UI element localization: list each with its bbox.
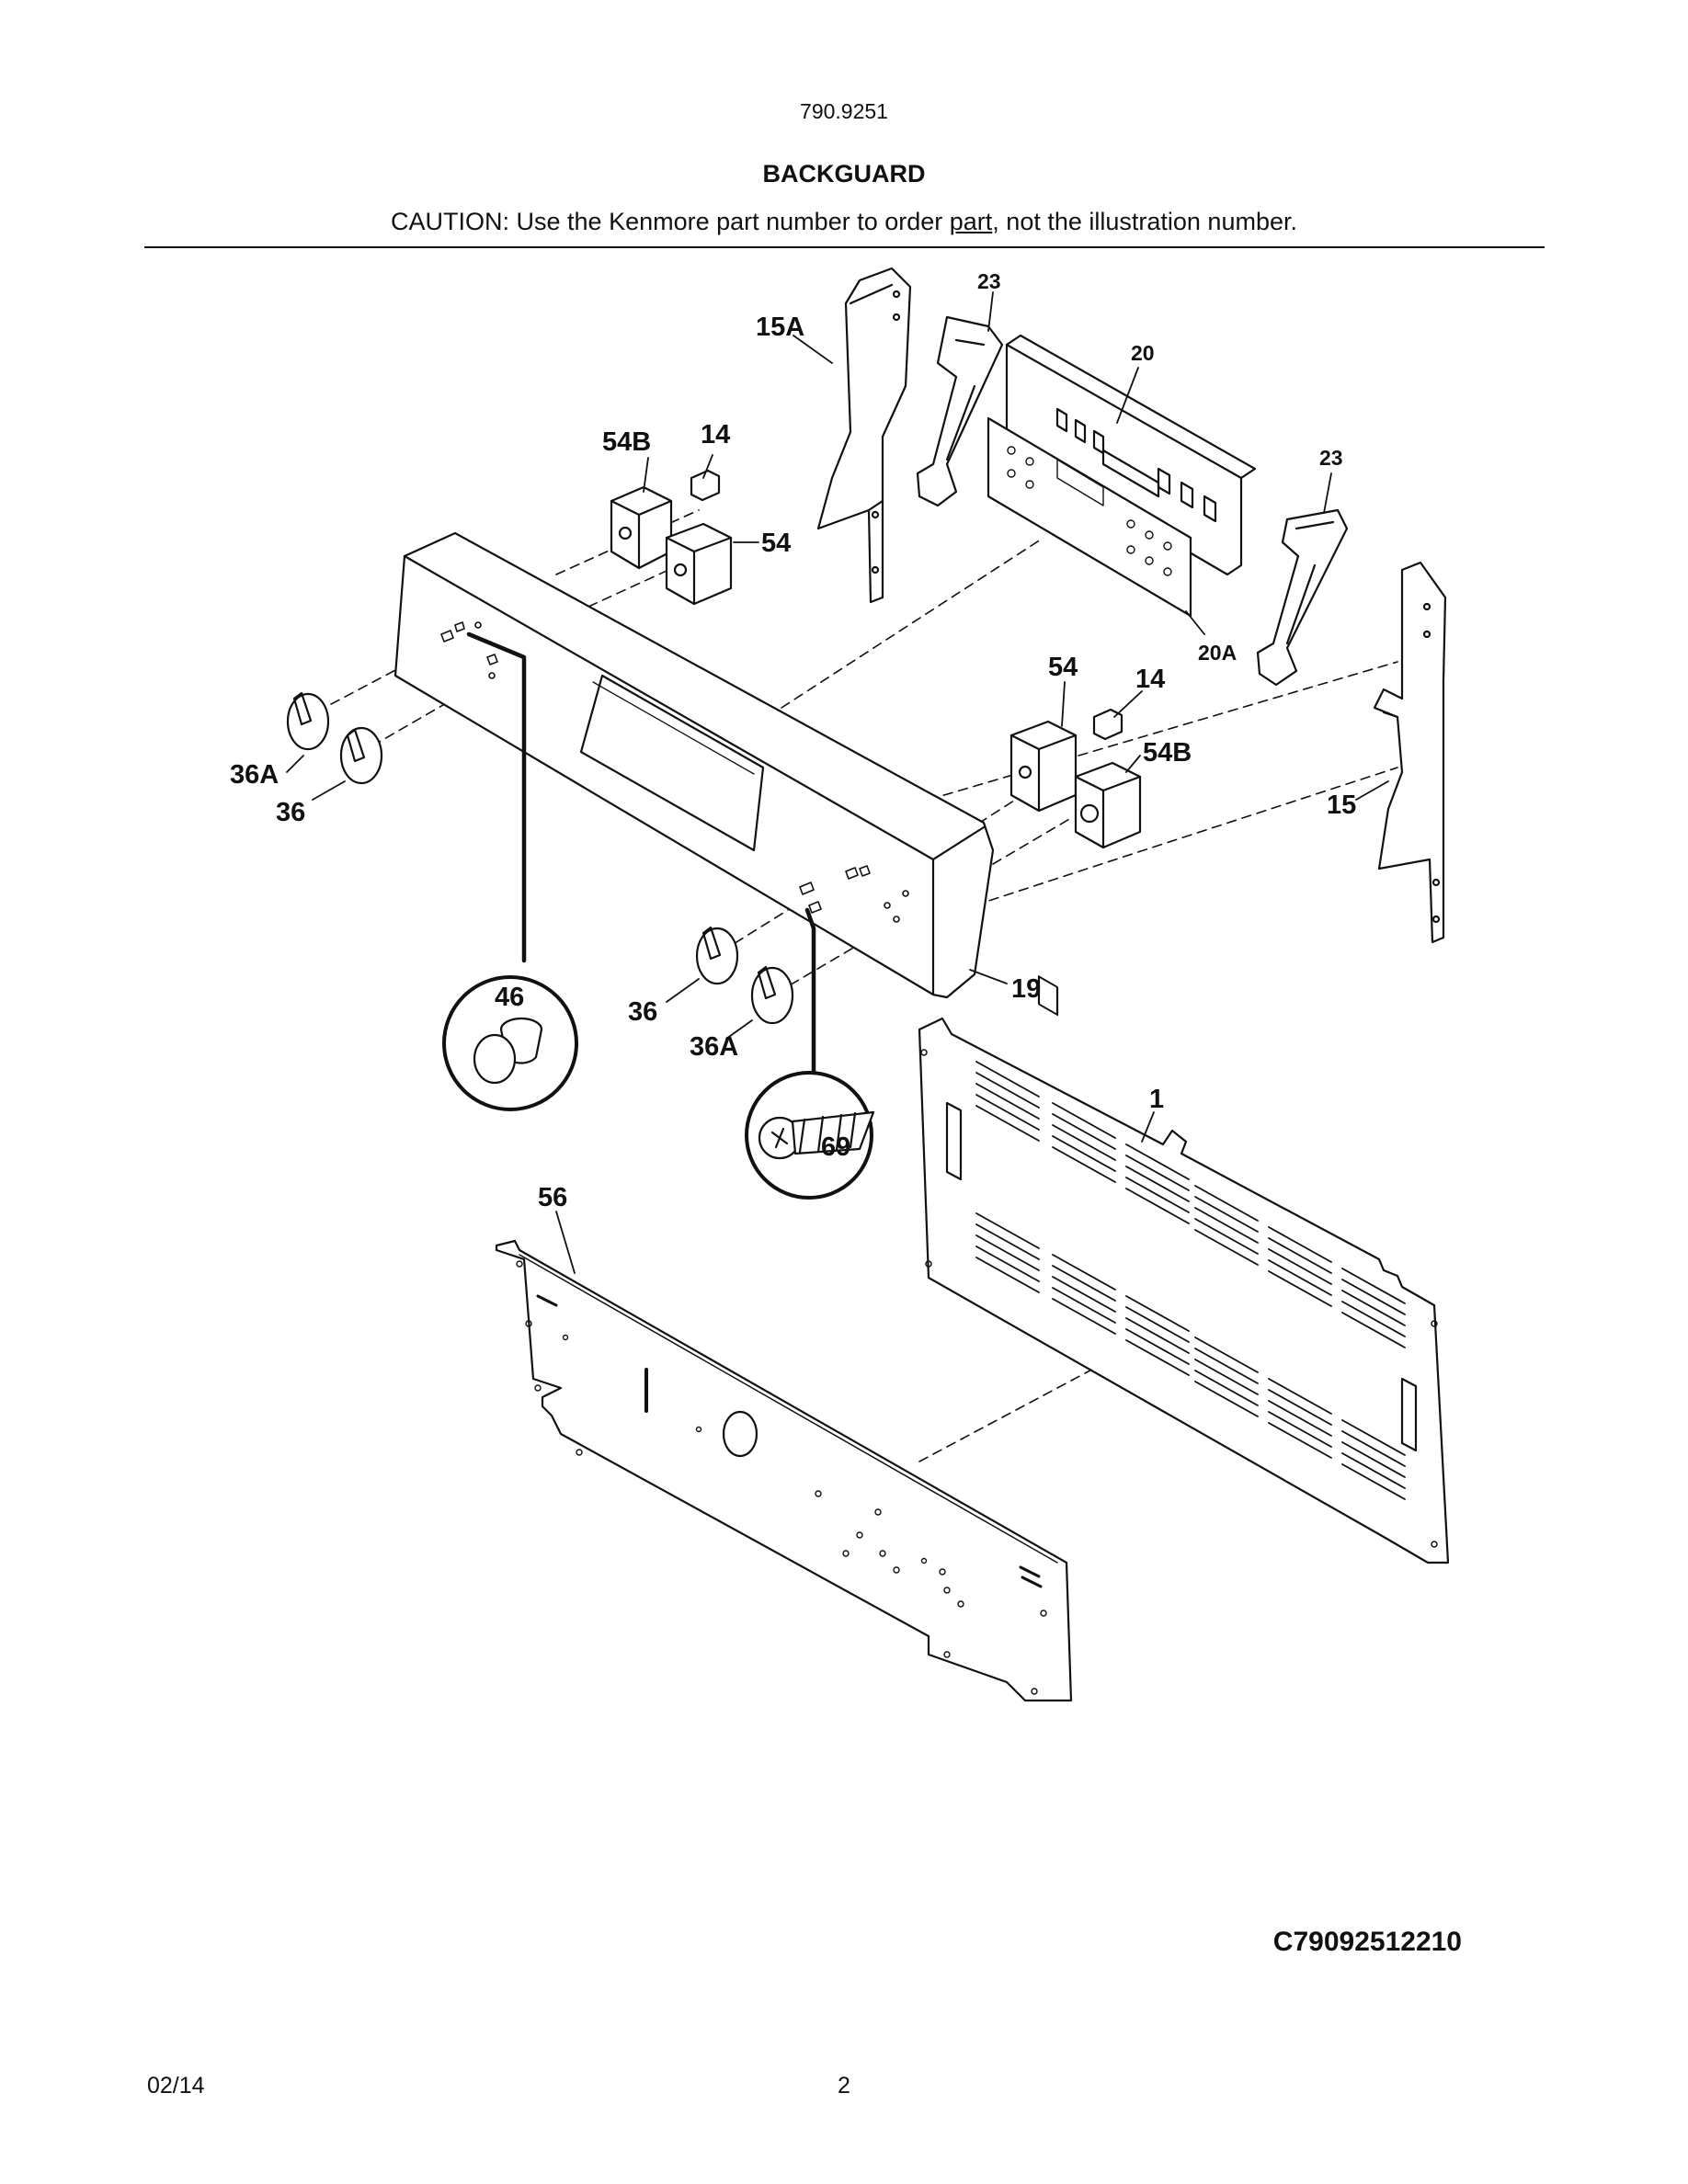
infinite-switch-54-top (665, 522, 733, 606)
infinite-switch-54-mid (1009, 720, 1078, 813)
vent-louvers (975, 1061, 1406, 1500)
callout-36-mid: 36 (628, 997, 657, 1027)
callout-15: 15 (1327, 791, 1356, 820)
lower-panel-56 (495, 1239, 1073, 1702)
diagram-code: C79092512210 (1272, 1927, 1462, 1957)
main-backguard-19 (393, 531, 995, 999)
callout-69: 69 (821, 1132, 850, 1162)
callout-23-top: 23 (977, 269, 1001, 293)
infinite-switch-54B-top (610, 485, 673, 570)
callout-54B-mid: 54B (1143, 738, 1192, 768)
detail-bubble-69 (745, 907, 875, 1200)
callout-14-top: 14 (701, 420, 730, 449)
callout-56: 56 (538, 1183, 567, 1212)
callout-23-right: 23 (1319, 446, 1343, 470)
header-rule (144, 246, 1545, 248)
right-end-bracket-15 (1373, 561, 1447, 944)
caution-note: CAUTION: Use the Kenmore part number to … (0, 208, 1688, 236)
callout-36A-mid: 36A (690, 1032, 738, 1062)
callout-54-mid: 54 (1048, 653, 1078, 682)
callout-36-left: 36 (276, 798, 305, 827)
infinite-switch-54B-mid (1074, 761, 1142, 849)
callout-14-mid: 14 (1135, 665, 1165, 694)
page-title: BACKGUARD (762, 160, 926, 188)
trim-bracket-23-right (1256, 508, 1349, 687)
knob-36-mid (695, 926, 739, 985)
leader-lines (286, 291, 1389, 1274)
detail-bubble-46 (442, 631, 578, 1111)
left-end-bracket-15A (816, 267, 912, 604)
callout-20: 20 (1131, 341, 1155, 365)
callout-36A-left: 36A (230, 760, 279, 790)
caution-underlined-word: part (949, 208, 993, 235)
page-number: 2 (838, 2073, 850, 2099)
indicator-light-14-top (690, 469, 721, 502)
callout-15A: 15A (756, 313, 804, 342)
callout-46: 46 (495, 983, 524, 1012)
footer-date: 02/14 (147, 2073, 205, 2099)
callout-20A: 20A (1198, 641, 1237, 665)
callout-54-top: 54 (761, 529, 791, 558)
callout-19: 19 (1011, 974, 1041, 1004)
knob-36-left (339, 726, 383, 785)
trim-bracket-23-top (916, 315, 1004, 507)
callout-54B-top: 54B (602, 427, 651, 457)
caution-text-start: CAUTION: Use the Kenmore part number to … (391, 208, 950, 235)
knob-36A-mid (750, 965, 794, 1025)
rear-panel-1 (918, 1017, 1450, 1564)
caution-text-end: , not the illustration number. (992, 208, 1297, 235)
knob-36A-left (286, 691, 330, 751)
callout-1: 1 (1149, 1085, 1164, 1114)
model-number: 790.9251 (800, 99, 888, 123)
control-board-20 (1005, 334, 1257, 1017)
